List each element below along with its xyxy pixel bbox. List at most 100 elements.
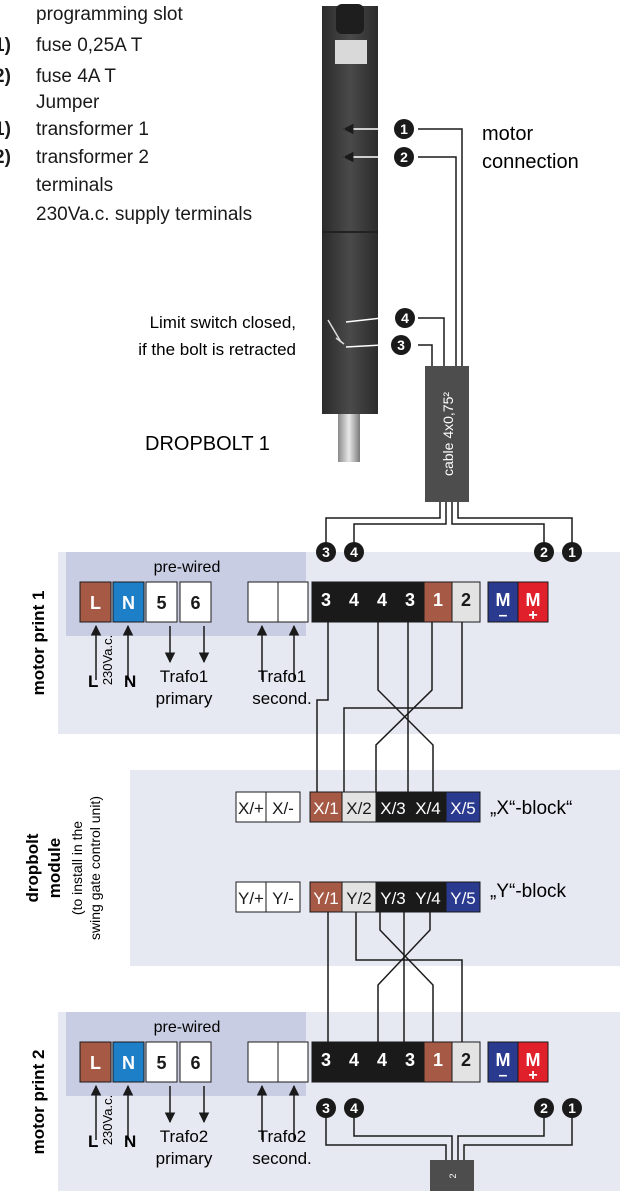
supply-terminal-label: L — [90, 1053, 101, 1073]
supply-terminal-label: 5 — [156, 593, 166, 613]
main-terminal-label: M — [526, 590, 541, 610]
supply-terminal — [112, 581, 145, 623]
x-block-terminal-label: X/5 — [450, 799, 476, 818]
main-terminal-label: 2 — [461, 1050, 471, 1070]
supply-note: 230Va.c. — [100, 1095, 115, 1145]
module-note-2: swing gate control unit) — [87, 796, 103, 940]
main-terminal-label: 4 — [349, 1050, 359, 1070]
supply-terminal — [79, 581, 112, 623]
main-terminal — [451, 1041, 481, 1083]
trafo-primary-label: Trafo2 — [160, 1127, 209, 1146]
module-note-1: (to install in the — [69, 821, 85, 915]
wire-number-label: 4 — [350, 544, 358, 560]
y-block-terminal — [309, 881, 343, 913]
main-terminal-label: 4 — [349, 590, 359, 610]
y-block-terminal-label: Y/5 — [450, 889, 476, 908]
x-block-terminal — [265, 791, 301, 823]
main-terminal — [451, 581, 481, 623]
limit-switch-text-1: Limit switch closed, — [150, 313, 296, 332]
dropbolt-wires — [418, 128, 463, 366]
x-block-terminal-label: X/- — [272, 799, 294, 818]
wire-number-label: 2 — [540, 1100, 548, 1116]
dropbolt-device — [322, 4, 378, 462]
main-terminal-label: 4 — [377, 1050, 387, 1070]
y-block-terminal — [265, 881, 301, 913]
supply-note: 230Va.c. — [100, 635, 115, 685]
legend-text: Jumper — [36, 92, 100, 113]
main-terminal — [517, 581, 549, 623]
wire-number-label: 3 — [397, 337, 405, 353]
main-terminal — [423, 1041, 453, 1083]
legend-text: transformer 2 — [36, 147, 149, 168]
wire-number-label: 2 — [400, 149, 408, 165]
N-label: N — [124, 672, 136, 691]
main-terminal — [487, 1041, 519, 1083]
x-block-terminal-label: X/+ — [238, 799, 264, 818]
plus-sign: + — [528, 1067, 537, 1084]
minus-sign: – — [499, 607, 508, 624]
plus-sign: + — [528, 607, 537, 624]
y-block-terminal — [445, 881, 481, 913]
legend-text: 230Va.c. supply terminals — [36, 204, 253, 225]
cable-stub-label: 2 — [448, 1173, 458, 1178]
side-label: motor print 2 — [29, 1050, 48, 1155]
supply-terminal-label: 5 — [156, 1053, 166, 1073]
wire-number-marker — [395, 308, 415, 328]
supply-terminal — [145, 581, 178, 623]
wire-number-marker — [394, 147, 414, 167]
main-terminal-label: M — [496, 590, 511, 610]
trafo-primary-label: primary — [156, 1149, 213, 1168]
cable-box: cable 4x0,75² — [425, 366, 469, 502]
x-block-terminal — [309, 791, 343, 823]
main-terminal-label: 3 — [405, 590, 415, 610]
wire-number-label: 3 — [322, 1100, 330, 1116]
wire-number-marker — [316, 542, 336, 562]
limit-switch-symbol — [327, 319, 342, 343]
y-block-terminal-label: Y/+ — [238, 889, 264, 908]
minus-sign: – — [499, 1067, 508, 1084]
cable-stub — [430, 1160, 474, 1191]
main-terminal-label: 3 — [405, 1050, 415, 1070]
wire-number-label: 1 — [400, 121, 408, 137]
y-block-terminal — [341, 881, 377, 913]
empty-terminal — [277, 581, 309, 623]
trafo-second-label: second. — [252, 1149, 312, 1168]
legend-text: terminals — [36, 175, 114, 196]
x-block-terminal — [445, 791, 481, 823]
motor-connection-label-1: motor — [482, 123, 533, 145]
wire-number-label: 4 — [401, 310, 409, 326]
supply-terminal — [179, 1041, 212, 1083]
x-block-terminal — [235, 791, 267, 823]
motor-connection-arrows — [342, 123, 388, 348]
main-terminal — [367, 581, 397, 623]
main-terminal-label: 3 — [321, 1050, 331, 1070]
dropbolt-body — [322, 6, 378, 414]
prewired-label: pre-wired — [154, 559, 221, 576]
wire-number-marker — [316, 1098, 336, 1118]
x-block-terminal — [341, 791, 377, 823]
trafo-primary-label: primary — [156, 689, 213, 708]
wire-number-label: 4 — [350, 1100, 358, 1116]
module-title-2: module — [45, 838, 64, 898]
x-block-terminal-label: X/1 — [313, 799, 339, 818]
main-terminal — [339, 1041, 369, 1083]
motor-connection-label-2: connection — [482, 151, 579, 173]
dropbolt-name: DROPBOLT 1 — [145, 433, 270, 455]
legend-text: fuse 4A T — [36, 66, 116, 87]
empty-terminal — [247, 1041, 279, 1083]
wire-number-marker — [534, 542, 554, 562]
side-label: motor print 1 — [29, 591, 48, 696]
y-block-terminal-label: Y/1 — [313, 889, 339, 908]
main-terminal-label: 1 — [433, 590, 443, 610]
empty-terminal — [277, 1041, 309, 1083]
supply-terminal — [112, 1041, 145, 1083]
x-block-terminal-label: X/3 — [380, 799, 406, 818]
main-terminal — [395, 1041, 425, 1083]
prewired-bg — [66, 1012, 306, 1040]
y-block-label: „Y“-block — [490, 881, 567, 902]
prewired-label: pre-wired — [154, 1019, 221, 1036]
dropbolt-rod — [338, 414, 360, 462]
main-terminal-label: 1 — [433, 1050, 443, 1070]
wire-number-marker — [562, 542, 582, 562]
